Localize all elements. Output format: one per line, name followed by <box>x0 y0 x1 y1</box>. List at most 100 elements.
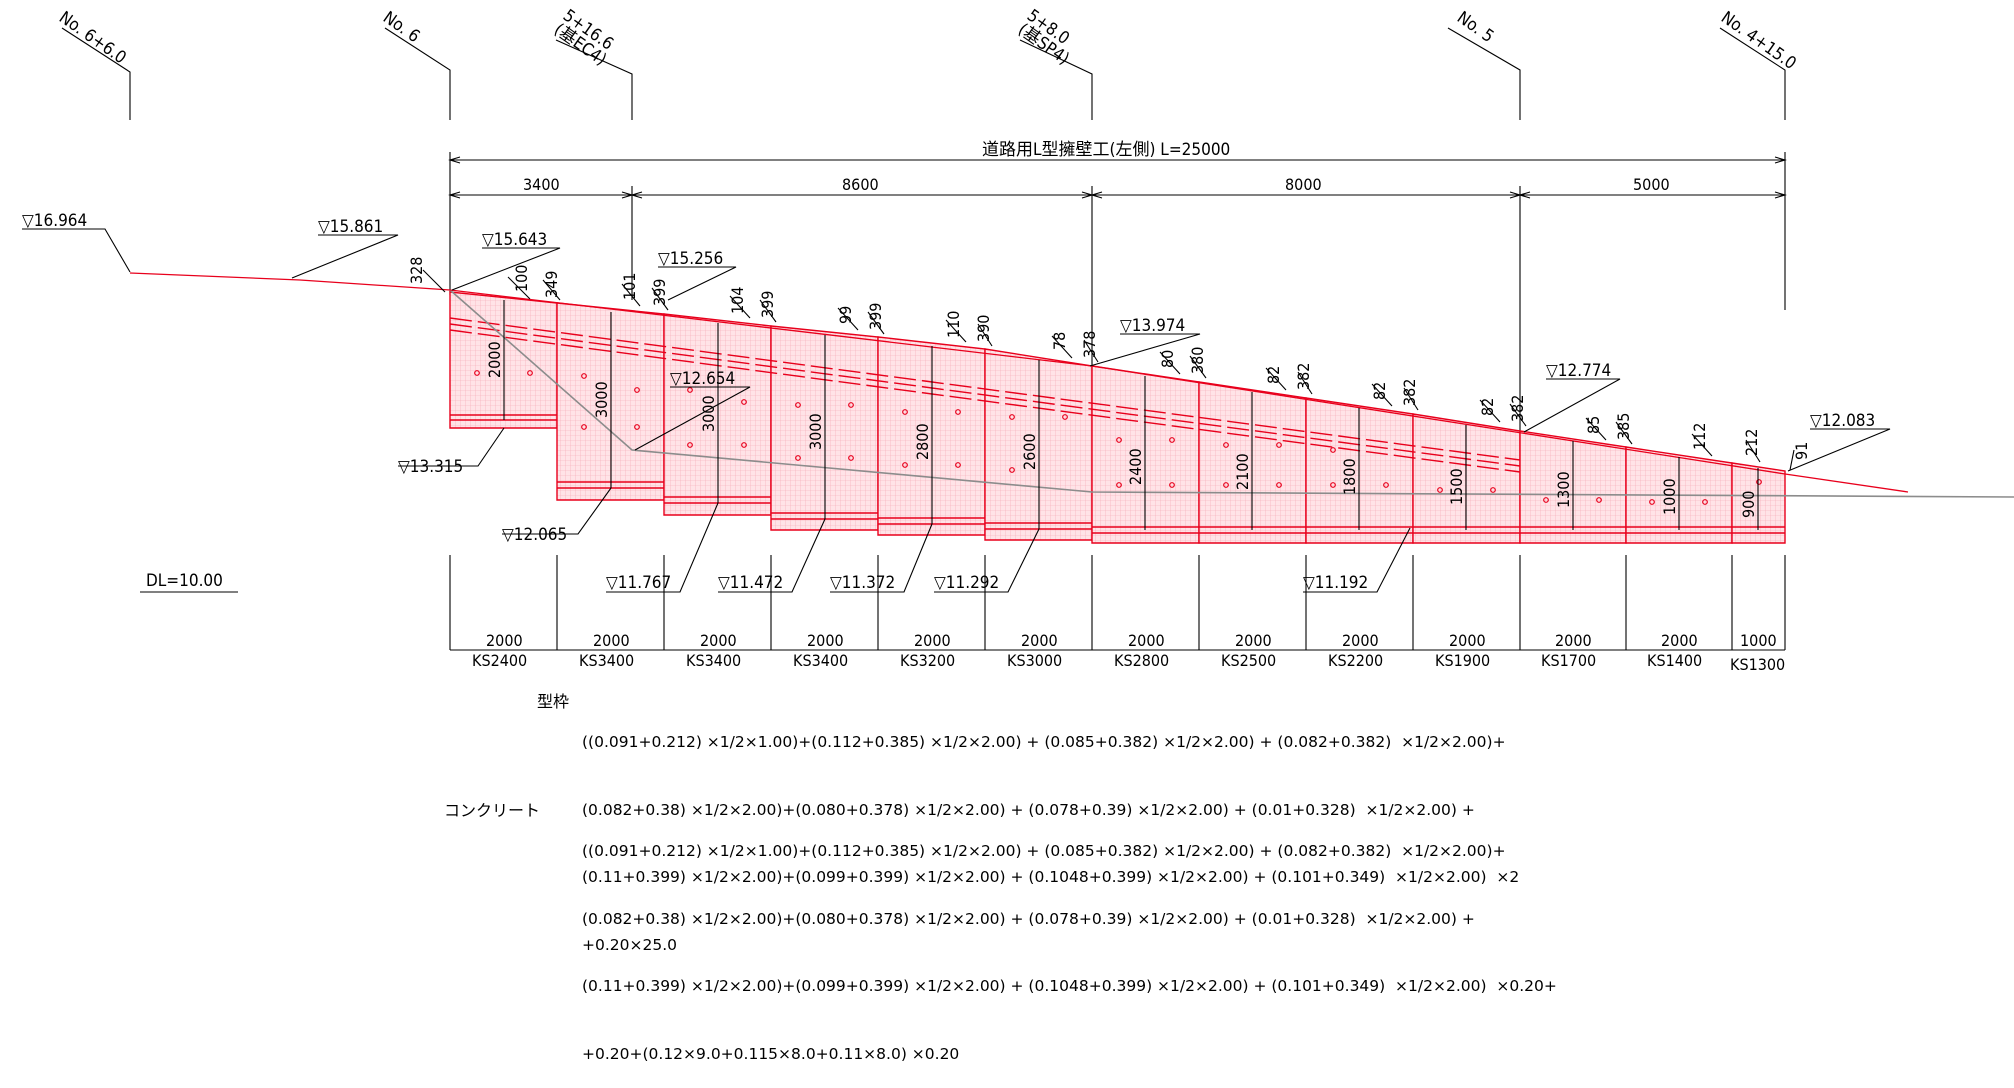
elevation-label: ▽15.861 <box>318 217 383 237</box>
formula-line: (0.11+0.399) ×1/2×2.00)+(0.099+0.399) ×1… <box>582 868 1520 886</box>
block-length: 2000 <box>486 631 523 650</box>
wall-height: 1300 <box>1554 471 1573 508</box>
step-dim: 382 <box>1294 363 1313 390</box>
block-type: KS1700 <box>1541 651 1596 670</box>
station-labels: No. 6+6.0 No. 6 5+16.6 (基EC4) 5+8.0 (基SP… <box>55 6 1800 74</box>
existing-ground-red <box>129 272 1909 493</box>
wall-height: 3000 <box>699 395 718 432</box>
rebar-markers <box>474 370 1762 505</box>
step-dim: 328 <box>407 257 426 284</box>
station-label: No. 6+6.0 <box>55 8 130 69</box>
step-dim: 99 <box>836 306 855 324</box>
elevation-label: ▽16.964 <box>22 211 87 231</box>
wall-height: 1000 <box>1660 478 1679 515</box>
step-dim: 82 <box>1478 398 1497 416</box>
existing-ground-gray <box>449 289 2014 498</box>
block-type: KS3400 <box>579 651 634 670</box>
step-dim-leaders <box>422 269 1795 471</box>
concrete-label: コンクリート <box>444 801 541 820</box>
block-type: KS1300 <box>1730 655 1785 674</box>
formula-line: +0.20+(0.12×9.0+0.115×8.0+0.11×8.0) ×0.2… <box>582 1044 960 1063</box>
block-length: 2000 <box>1128 631 1165 650</box>
formula-line: (0.11+0.399) ×1/2×2.00)+(0.099+0.399) ×1… <box>582 977 1557 995</box>
step-dim: 390 <box>974 315 993 342</box>
step-dim: 82 <box>1264 366 1283 384</box>
station-label: No. 5 <box>1453 8 1497 47</box>
overall-dimension <box>448 152 1787 310</box>
step-dim: 380 <box>1188 347 1207 374</box>
step-dim: 382 <box>1508 395 1527 422</box>
step-dim: 399 <box>866 303 885 330</box>
formula-line: (0.082+0.38) ×1/2×2.00)+(0.080+0.378) ×1… <box>582 909 1475 928</box>
block-ticks <box>449 555 1786 651</box>
segment-dim: 8000 <box>1285 175 1322 194</box>
datum-label: DL=10.00 <box>146 571 223 591</box>
elevation-label: ▽13.974 <box>1120 316 1185 336</box>
elevation-label: ▽12.654 <box>670 369 735 389</box>
elevation-label: ▽15.643 <box>482 230 547 250</box>
elevation-label: ▽15.256 <box>658 249 723 269</box>
station-leaders <box>61 27 1786 120</box>
elevation-label: ▽11.472 <box>718 573 783 593</box>
block-type: KS3200 <box>900 651 955 670</box>
formwork-formula: ((0.091+0.212) ×1/2×1.00)+(0.112+0.385) … <box>582 686 1519 979</box>
step-dim: 378 <box>1080 331 1099 358</box>
step-dim: 78 <box>1050 332 1069 350</box>
concrete-formula: ((0.091+0.212) ×1/2×1.00)+(0.112+0.385) … <box>582 795 1557 1088</box>
wall-height: 2400 <box>1126 448 1145 485</box>
block-type: KS2400 <box>472 651 527 670</box>
elevation-label: ▽11.292 <box>934 573 999 593</box>
block-length: 2000 <box>807 631 844 650</box>
segment-dimensions <box>448 186 1787 440</box>
step-dim: 91 <box>1792 442 1811 460</box>
step-dim: 80 <box>1158 350 1177 368</box>
step-dim: 85 <box>1584 416 1603 434</box>
step-dim: 110 <box>944 311 963 338</box>
height-arrows <box>503 300 1759 530</box>
block-type: KS2200 <box>1328 651 1383 670</box>
block-length: 2000 <box>1449 631 1486 650</box>
wall-height: 3000 <box>592 381 611 418</box>
step-dim: 100 <box>512 265 531 292</box>
step-dim: 104 <box>728 287 747 314</box>
wall-height: 2100 <box>1233 453 1252 490</box>
elevation-label: ▽11.192 <box>1303 573 1368 593</box>
elevation-label: ▽12.774 <box>1546 361 1611 381</box>
segment-dim: 5000 <box>1633 175 1670 194</box>
elevation-label: ▽13.315 <box>398 457 463 477</box>
step-dim: 382 <box>1400 379 1419 406</box>
block-length: 2000 <box>700 631 737 650</box>
block-length: 2000 <box>1555 631 1592 650</box>
formula-line: ((0.091+0.212) ×1/2×1.00)+(0.112+0.385) … <box>582 733 1506 751</box>
wall-height: 2600 <box>1020 433 1039 470</box>
elevation-label: ▽11.372 <box>830 573 895 593</box>
elevation-label: ▽11.767 <box>606 573 671 593</box>
step-dims: 328 100 349 101 399 104 399 99 399 110 3… <box>407 257 1811 460</box>
wall-height: 900 <box>1739 491 1758 518</box>
step-dim: 349 <box>542 271 561 298</box>
formwork-label: 型枠 <box>537 692 570 711</box>
block-type: KS3000 <box>1007 651 1062 670</box>
elevation-leaders <box>22 228 1891 593</box>
block-type: KS1400 <box>1647 651 1702 670</box>
wall-elevation-drawing: No. 6+6.0 No. 6 5+16.6 (基EC4) 5+8.0 (基SP… <box>22 6 2014 674</box>
internal-dashed-lines <box>449 317 1521 473</box>
step-dim: 212 <box>1742 429 1761 456</box>
block-length: 2000 <box>914 631 951 650</box>
block-type: KS2500 <box>1221 651 1276 670</box>
block-length: 2000 <box>1342 631 1379 650</box>
block-length: 2000 <box>1661 631 1698 650</box>
formula-line: ((0.091+0.212) ×1/2×1.00)+(0.112+0.385) … <box>582 842 1506 860</box>
step-dim: 101 <box>620 273 639 300</box>
block-length: 1000 <box>1740 631 1777 650</box>
wall-title: 道路用L型擁壁工(左側) L=25000 <box>982 140 1230 160</box>
wall-height: 3000 <box>806 413 825 450</box>
step-dim: 112 <box>1690 423 1709 450</box>
wall-height: 2000 <box>485 341 504 378</box>
block-type: KS2800 <box>1114 651 1169 670</box>
wall-height: 1800 <box>1340 458 1359 495</box>
segment-dim: 3400 <box>523 175 560 194</box>
step-dim: 399 <box>758 291 777 318</box>
step-dim: 385 <box>1614 413 1633 440</box>
segment-dim: 8600 <box>842 175 879 194</box>
